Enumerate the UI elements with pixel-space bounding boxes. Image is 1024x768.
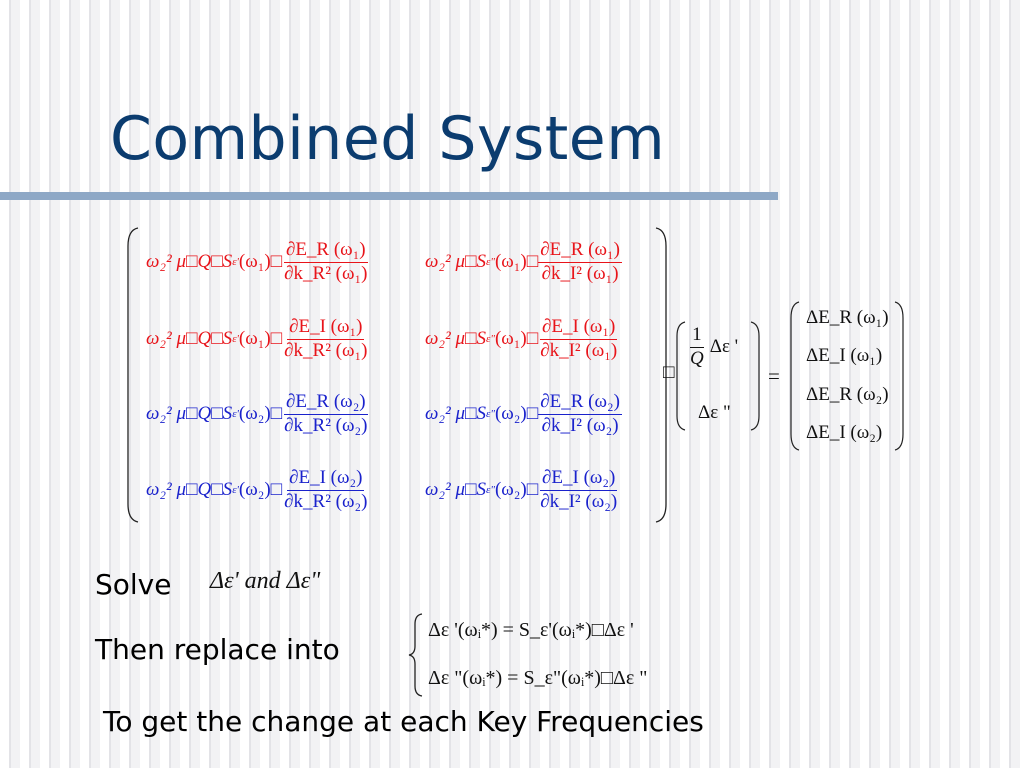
fraction-numerator: ∂E_R (ω₂) [538, 391, 622, 415]
cell-prefix: ω₂² μ□Q□S [146, 403, 233, 424]
system-equation: Δε '(ωᵢ*) = S_ε'(ωᵢ*)□Δε ' [428, 619, 634, 641]
delta-eps-prime: Δε ' [709, 336, 739, 358]
partial-derivative-fraction: ∂E_R (ω₂)∂k_R² (ω₂) [282, 391, 369, 437]
equals-sign: = [768, 364, 780, 388]
cell-subscript: ε' [232, 333, 239, 345]
partial-derivative-fraction: ∂E_I (ω₁)∂k_I² (ω₁) [538, 316, 619, 362]
cell-argument: (ω₂)□ [494, 403, 539, 424]
rhs-entry: ΔE_R (ω₂) [806, 384, 889, 405]
fraction-denominator: ∂k_R² (ω₁) [284, 339, 368, 361]
rhs-left-bracket [790, 301, 800, 451]
cell-subscript: ε" [485, 408, 495, 420]
fraction-numerator: ∂E_R (ω₂) [283, 391, 368, 415]
partial-derivative-fraction: ∂E_R (ω₁)∂k_R² (ω₁) [282, 239, 369, 285]
cell-prefix: ω₂² μ□S [425, 403, 486, 424]
cell-subscript: ε' [232, 256, 239, 268]
fraction-denominator: ∂k_R² (ω₂) [284, 414, 368, 436]
fraction-numerator: ∂E_I (ω₁) [287, 316, 365, 340]
fraction-denominator: ∂k_R² (ω₂) [284, 490, 368, 512]
partial-derivative-fraction: ∂E_I (ω₁)∂k_R² (ω₁) [282, 316, 369, 362]
partial-derivative-fraction: ∂E_R (ω₁)∂k_I² (ω₁) [538, 239, 622, 285]
cell-prefix: ω₂² μ□S [425, 479, 486, 500]
fraction-numerator: ∂E_I (ω₁) [540, 316, 618, 340]
fraction-numerator: ∂E_R (ω₁) [283, 239, 368, 263]
fraction-numerator: ∂E_I (ω₂) [540, 467, 618, 491]
fraction-denominator: ∂k_I² (ω₁) [541, 262, 619, 284]
fraction-numerator: ∂E_R (ω₁) [538, 239, 622, 263]
cell-argument: (ω₂)□ [238, 403, 283, 424]
vector-bottom: Δε " [698, 402, 731, 423]
footer-text: To get the change at each Key Frequencie… [103, 705, 704, 738]
cell-subscript: ε' [232, 408, 239, 420]
title-underline [0, 192, 778, 200]
rhs-entry: ΔE_R (ω₁) [806, 307, 889, 328]
fraction-numerator: ∂E_I (ω₂) [287, 467, 365, 491]
cell-subscript: ε" [485, 256, 495, 268]
fraction-denominator: ∂k_R² (ω₁) [284, 262, 368, 284]
vector-top: 1 Q Δε ' [688, 324, 739, 370]
vector-dot: □ [663, 362, 675, 383]
cell-argument: (ω₁)□ [494, 251, 539, 272]
partial-derivative-fraction: ∂E_R (ω₂)∂k_I² (ω₂) [538, 391, 622, 437]
cell-subscript: ε' [232, 484, 239, 496]
cell-subscript: ε" [485, 333, 495, 345]
slide-title: Combined System [110, 104, 666, 174]
matrix-right-bracket [655, 227, 667, 523]
partial-derivative-fraction: ∂E_I (ω₂)∂k_I² (ω₂) [538, 467, 619, 513]
cell-argument: (ω₂)□ [494, 479, 539, 500]
solve-expression: Δε' and Δε" [210, 568, 321, 594]
cell-subscript: ε" [485, 484, 495, 496]
cell-prefix: ω₂² μ□Q□S [146, 328, 233, 349]
replace-label: Then replace into [95, 633, 340, 666]
partial-derivative-fraction: ∂E_I (ω₂)∂k_R² (ω₂) [282, 467, 369, 513]
fraction-denominator: ∂k_I² (ω₁) [540, 339, 618, 361]
rhs-entry: ΔE_I (ω₂) [806, 422, 883, 443]
cell-prefix: ω₂² μ□S [425, 251, 486, 272]
fraction-denominator: ∂k_I² (ω₂) [541, 414, 619, 436]
cell-argument: (ω₁)□ [238, 328, 283, 349]
matrix-left-bracket [127, 227, 139, 523]
cell-prefix: ω₂² μ□Q□S [146, 479, 233, 500]
vector-right-bracket [750, 321, 760, 431]
rhs-right-bracket [894, 301, 904, 451]
cell-prefix: ω₂² μ□Q□S [146, 251, 233, 272]
cell-argument: (ω₁)□ [494, 328, 539, 349]
system-equation: Δε "(ωᵢ*) = S_ε"(ωᵢ*)□Δε " [428, 667, 648, 689]
fraction-denominator: ∂k_I² (ω₂) [540, 490, 618, 512]
cell-argument: (ω₂)□ [238, 479, 283, 500]
cell-argument: (ω₁)□ [238, 251, 283, 272]
solve-label: Solve [95, 568, 172, 601]
one-over-q: 1 Q [690, 324, 704, 369]
cell-prefix: ω₂² μ□S [425, 328, 486, 349]
system-brace [408, 613, 423, 697]
vector-left-bracket [676, 321, 686, 431]
rhs-entry: ΔE_I (ω₁) [806, 345, 883, 366]
